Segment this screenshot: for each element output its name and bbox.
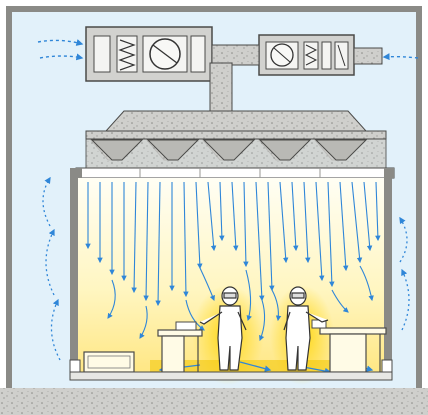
raised-perforated-floor — [70, 372, 392, 380]
workbench-left — [84, 352, 134, 372]
recirculation-air-handling-unit — [86, 27, 212, 81]
return-grille-left — [70, 360, 80, 372]
return-grille-right — [382, 360, 392, 372]
right-return-wall — [384, 168, 392, 378]
left-return-wall — [70, 168, 78, 378]
hepa-filter-bank — [76, 168, 394, 178]
ground-slab — [0, 388, 428, 415]
